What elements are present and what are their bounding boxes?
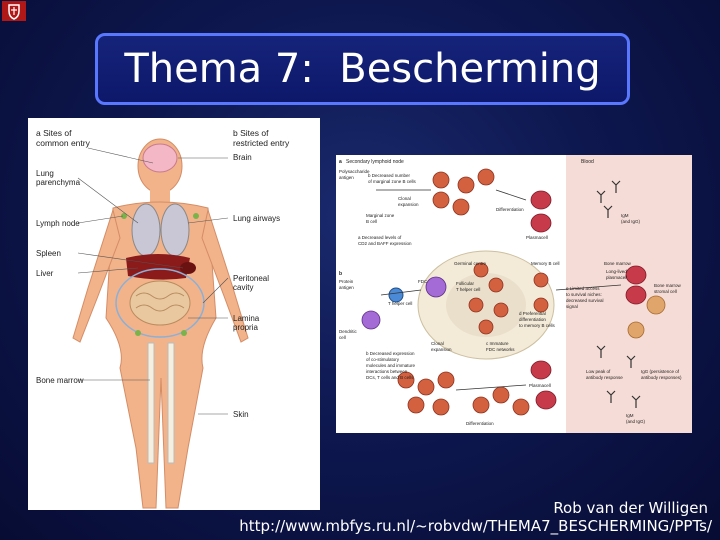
label-spleen: Spleen — [36, 249, 61, 258]
body-diagram-figure: a Sites of common entry b Sites of restr… — [28, 118, 320, 510]
fig-decreased-expression: b Decreased expression of co-stimulatory… — [366, 351, 416, 380]
fig-b: b — [339, 271, 342, 277]
fig-differentiation2: Differentiation — [466, 421, 494, 426]
label-lung-airways: Lung airways — [233, 214, 280, 223]
label-b: b Sites of restricted entry — [233, 128, 290, 148]
svg-text:Brain: Brain — [233, 153, 252, 162]
fig-igm-igg: IgM (and IgG) — [626, 413, 646, 424]
fig-bone-marrow: Bone marrow — [604, 261, 632, 266]
fig-memory: Memory B cell — [531, 261, 560, 266]
svg-text:Skin: Skin — [233, 410, 249, 419]
slide-title: Thema 7: Bescherming — [124, 46, 601, 92]
author-credit: Rob van der Willigen — [553, 499, 708, 517]
svg-text:Differentiation: Differentiation — [496, 207, 524, 212]
fig-clonal: Clonal expansion — [398, 196, 419, 207]
label-lung-parenchyma: Lung parenchyma — [36, 169, 81, 187]
svg-text:FDC: FDC — [418, 279, 428, 284]
svg-text:Germinal centre Memory B: Germinal centre Memory B cell Bone marro… — [454, 261, 632, 266]
label-brain: Brain — [233, 153, 252, 162]
fig-stromal: Bone marrow stromal cell — [654, 283, 682, 294]
svg-text:Bone marrow: Bone marrow — [36, 376, 84, 385]
fig-clonal2: Clonal expansion — [431, 341, 452, 352]
b-cell-response-figure: a Secondary lymphoid node Blood b Polysa… — [336, 155, 692, 433]
svg-text:Lung airways: Lung airways — [233, 214, 280, 223]
label-peritoneal: Peritoneal cavity — [233, 274, 271, 292]
svg-text:Plasmacell Differentiati: Plasmacell Differentiation — [466, 383, 552, 426]
fig-polysaccharide: Polysaccharide antigen — [339, 169, 371, 180]
svg-text:Spleen: Spleen — [36, 249, 61, 258]
svg-text:a Secondary lymphoid nod: a Secondary lymphoid node Blood b — [339, 159, 595, 277]
body-diagram: a Sites of common entry b Sites of restr… — [36, 128, 290, 509]
body-silhouette — [72, 138, 249, 509]
label-b-line1: b Sites of — [233, 128, 269, 138]
label-b-line2: restricted entry — [233, 138, 290, 148]
fig-secondary: Secondary lymphoid node — [346, 159, 404, 165]
fig-igg-persist: IgG (persistence of antibody responses) — [641, 369, 682, 380]
fig-limited: e Limited access to survival niches: dec… — [566, 286, 605, 309]
fig-preferential: d Preferential differentiation to memory… — [519, 311, 556, 328]
label-lymph-node: Lymph node — [36, 219, 80, 228]
label-a-line2: common entry — [36, 138, 91, 148]
label-bone-marrow: Bone marrow — [36, 376, 84, 385]
university-logo — [2, 1, 26, 21]
fig-marginal: Marginal zone B cell — [366, 213, 396, 224]
source-url: http://www.mbfys.ru.nl/~robvdw/THEMA7_BE… — [239, 517, 712, 535]
label-skin: Skin — [233, 410, 249, 419]
svg-text:T helper cell: T helper cell — [388, 301, 412, 306]
fig-a: a — [339, 159, 342, 165]
svg-text:Liver: Liver — [36, 269, 54, 278]
fig-igm: IgM (and IgG) — [621, 213, 641, 224]
fig-dendritic: Dendritic cell — [339, 329, 358, 340]
label-liver: Liver — [36, 269, 54, 278]
fig-immature: c Immature FDC networks — [486, 341, 515, 352]
title-box: Thema 7: Bescherming — [95, 33, 630, 105]
fig-decreased-number: b Decreased number of marginal zone B ce… — [368, 173, 417, 184]
label-lamina: Lamina propria — [233, 314, 261, 332]
fig-t-helper: T helper cell — [388, 301, 412, 306]
cells — [361, 168, 666, 416]
fig-blood: Blood — [581, 159, 594, 165]
fig-plasmacell: Plasmacell — [526, 235, 548, 240]
fig-low-peak: Low peak of antibody response — [586, 369, 623, 380]
label-a-line1: a Sites of — [36, 128, 72, 138]
fig-germinal: Germinal centre — [454, 261, 487, 266]
fig-decreased-levels: a Decreased levels of CD2 and BAFF expre… — [358, 235, 412, 246]
fig-differentiation: Differentiation — [496, 207, 524, 212]
svg-text:Plasmacell: Plasmacell — [526, 235, 548, 240]
antibodies — [596, 180, 641, 408]
fig-follicular: Follicular T helper cell — [456, 281, 480, 292]
fig-long-lived: Long-lived plasmacell — [606, 269, 628, 280]
fig-fdc: FDC — [418, 279, 428, 284]
fig-protein: Protein antigen — [339, 279, 355, 290]
b-cell-diagram: a Secondary lymphoid node Blood b Polysa… — [336, 155, 692, 433]
fig-plasmacell2: Plasmacell — [529, 383, 551, 388]
svg-text:Lymph node: Lymph node — [36, 219, 80, 228]
label-a: a Sites of common entry — [36, 128, 91, 148]
